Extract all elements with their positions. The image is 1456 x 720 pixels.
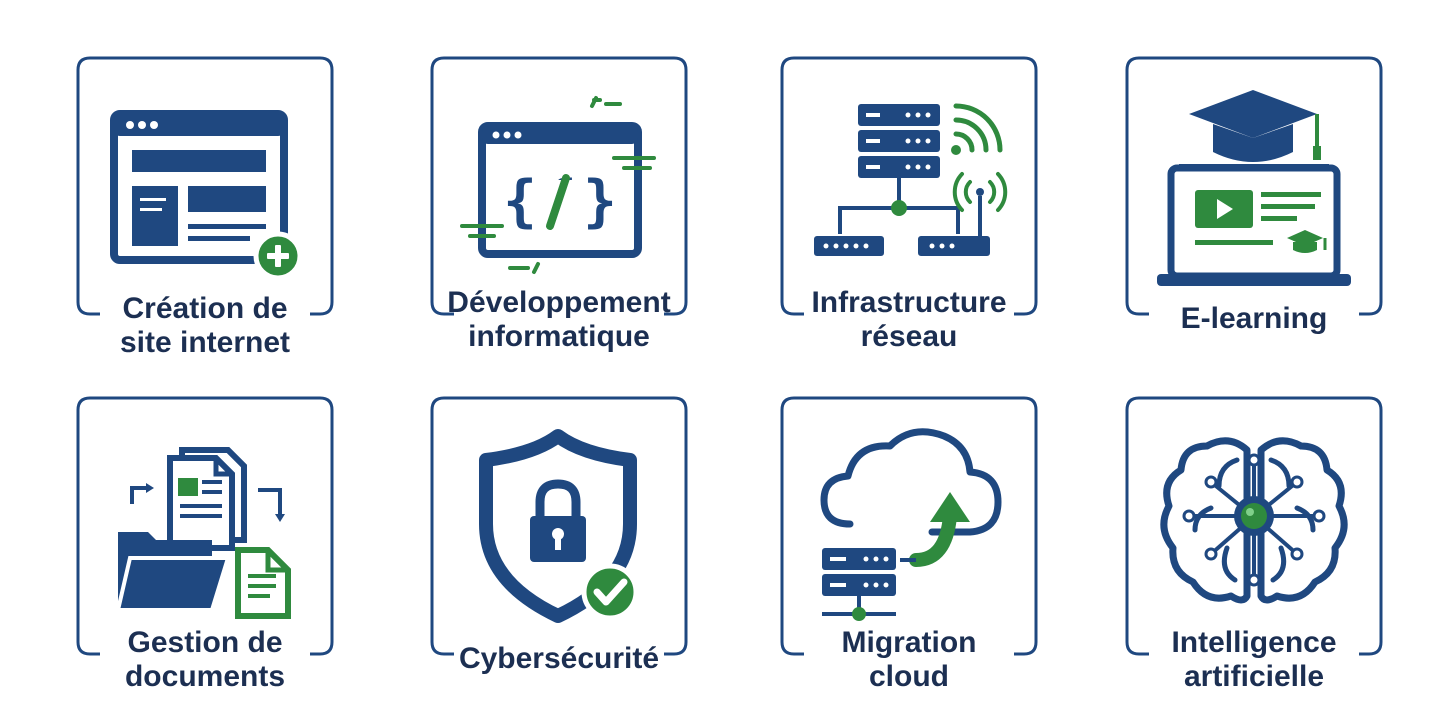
- service-card-cybersecurity: Cybersécurité: [430, 396, 688, 675]
- cloud-server-icon: [820, 428, 1002, 621]
- service-label: Infrastructure réseau: [811, 286, 1007, 353]
- service-card-development: { { } Développement informatique: [430, 56, 688, 353]
- svg-text:{: {: [503, 169, 537, 234]
- card-frame: [430, 56, 688, 316]
- card-frame: [430, 396, 688, 656]
- document-folder-icon: [115, 447, 291, 619]
- graduation-laptop-icon: [1157, 90, 1351, 286]
- service-label: Migration cloud: [841, 626, 977, 693]
- website-creation-icon: [110, 110, 303, 281]
- service-card-cloud: Migration cloud: [780, 396, 1038, 693]
- service-card-network: Infrastructure réseau: [780, 56, 1038, 353]
- service-label: Cybersécurité: [458, 642, 660, 675]
- service-label: E-learning: [1180, 302, 1328, 335]
- service-label: Création de site internet: [119, 292, 291, 359]
- shield-lock-icon: [479, 429, 639, 623]
- ai-brain-icon: [1160, 437, 1348, 604]
- card-frame: [780, 56, 1038, 316]
- card-frame: [1125, 56, 1383, 316]
- service-label: Intelligence artificielle: [1171, 626, 1337, 693]
- svg-text:}: }: [583, 169, 617, 234]
- service-label: Développement informatique: [447, 286, 671, 353]
- service-card-website: Création de site internet: [76, 56, 334, 359]
- card-frame: [780, 396, 1038, 656]
- service-card-ai: Intelligence artificielle: [1125, 396, 1383, 693]
- code-window-icon: { { }: [460, 96, 656, 274]
- service-card-elearning: E-learning: [1125, 56, 1383, 335]
- card-frame: [76, 56, 334, 316]
- network-server-icon: [814, 103, 1008, 256]
- card-frame: [1125, 396, 1383, 656]
- card-frame: [76, 396, 334, 656]
- service-label: Gestion de documents: [124, 626, 286, 693]
- service-card-documents: Gestion de documents: [76, 396, 334, 693]
